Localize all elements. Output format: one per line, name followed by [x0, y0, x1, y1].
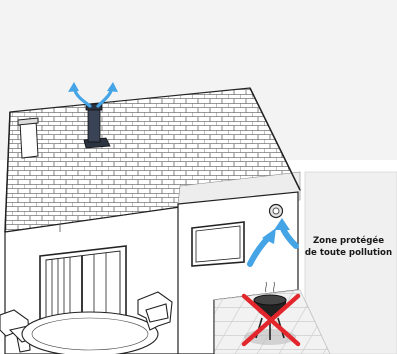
callout-line-2: de toute pollution	[300, 247, 397, 259]
protected-zone-callout: Zone protégée de toute pollution	[300, 235, 397, 259]
callout-line-1: Zone protégée	[300, 235, 397, 247]
annex-window	[192, 222, 244, 266]
wall-vent-icon	[270, 205, 283, 218]
